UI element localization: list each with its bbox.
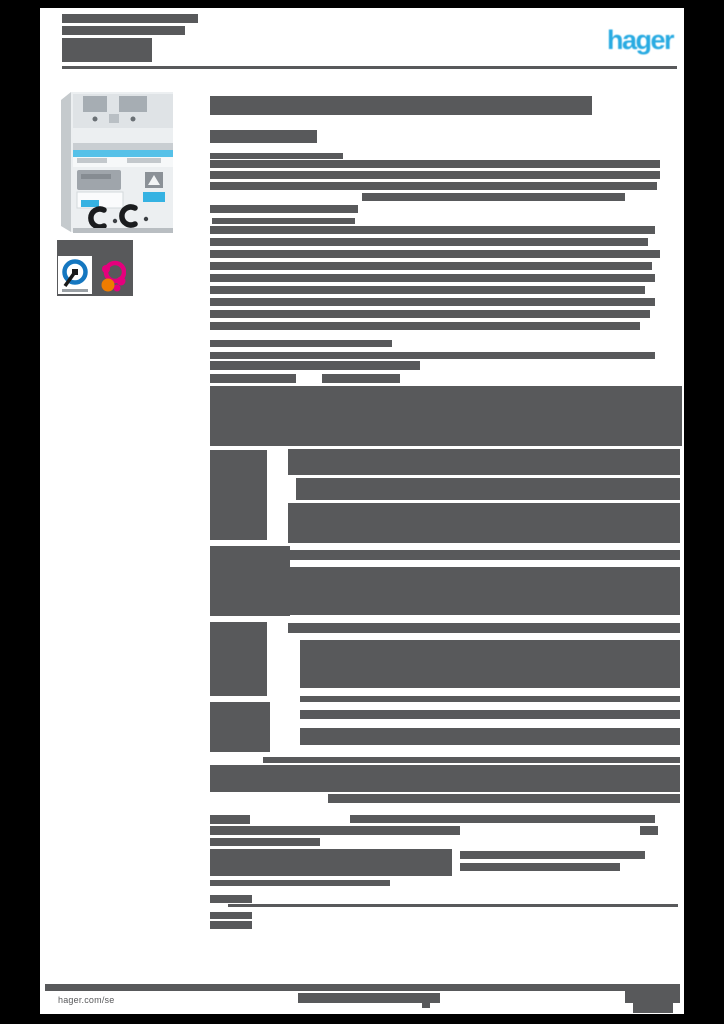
redacted-accessories-section: [350, 815, 655, 823]
redacted-header-address: [62, 14, 198, 23]
redacted-feature-list: [210, 238, 648, 246]
redacted-accessories-section: [210, 826, 460, 835]
redacted-intro-paragraph: [210, 182, 657, 190]
redacted-accessories-section: [210, 838, 320, 846]
redacted-subsection-heading: [210, 352, 655, 359]
footer-url-link[interactable]: hager.com/se: [55, 991, 168, 1010]
redacted-accessories-section: [460, 851, 645, 859]
redacted-page-title: [210, 96, 592, 115]
redacted-header-address: [62, 26, 185, 35]
redacted-spec-table-values: [300, 696, 680, 702]
redacted-spec-table-labels: [210, 546, 290, 616]
redacted-notes-paragraph: [328, 794, 680, 803]
redacted-footer-bars: [422, 1003, 430, 1008]
redacted-accessories-section: [460, 863, 620, 871]
redacted-notes-paragraph: [210, 765, 680, 792]
redacted-feature-list: [212, 218, 355, 224]
redacted-feature-list: [210, 298, 655, 306]
redacted-subsection-heading: [210, 340, 392, 347]
redacted-subsection-heading: [210, 374, 296, 383]
redacted-footnote-section: [210, 880, 390, 886]
redacted-spec-table-values: [300, 728, 680, 745]
redacted-accessories-section: [210, 849, 452, 876]
redacted-footer-bars: [45, 984, 680, 991]
redacted-feature-list: [210, 262, 652, 270]
hager-logo: hager: [606, 25, 675, 55]
flower-certification-mark-icon: [96, 260, 127, 294]
redacted-intro-paragraph: [362, 193, 625, 201]
redacted-footnote-section: [210, 912, 252, 919]
redacted-feature-list: [210, 226, 655, 234]
redacted-spec-table-labels: [210, 622, 267, 696]
redacted-intro-paragraph: [210, 205, 358, 213]
redacted-spec-table-labels: [210, 450, 267, 540]
redacted-spec-table-values: [288, 623, 680, 633]
redacted-spec-table-top-block: [210, 386, 682, 446]
redacted-footer-bars: [625, 985, 680, 1003]
redacted-accessories-section: [640, 826, 658, 835]
redacted-spec-table-labels: [210, 702, 270, 752]
redacted-intro-paragraph: [210, 160, 660, 168]
redacted-feature-list: [210, 286, 645, 294]
redacted-notes-paragraph: [263, 757, 680, 763]
redacted-feature-list: [210, 250, 660, 258]
redacted-header-address: [62, 38, 152, 62]
document-page: hager: [40, 8, 684, 1014]
redacted-spec-table-values: [288, 449, 680, 475]
redacted-spec-table-values: [300, 710, 680, 719]
redacted-footer-bars: [298, 993, 440, 1003]
quality-mark-icon: [58, 256, 92, 294]
redacted-footer-bars: [633, 1003, 673, 1013]
redacted-intro-paragraph: [210, 171, 660, 179]
redacted-footnote-section: [228, 904, 678, 907]
redacted-feature-list: [210, 322, 640, 330]
redacted-spec-table-values: [288, 550, 680, 560]
redacted-subsection-heading: [322, 374, 400, 383]
redacted-spec-table-values: [288, 567, 680, 615]
redacted-intro-paragraph: [210, 153, 343, 159]
redacted-spec-table-values: [288, 503, 680, 543]
redacted-feature-list: [210, 310, 650, 318]
redacted-footnote-section: [210, 895, 252, 903]
product-photo-rcbo-icon: [61, 92, 173, 233]
redacted-feature-list: [210, 274, 655, 282]
redacted-footnote-section: [210, 921, 252, 929]
redacted-subtitle: [210, 130, 317, 143]
redacted-spec-table-values: [296, 478, 680, 500]
redacted-header-rule: [62, 66, 677, 69]
redacted-accessories-section: [210, 815, 250, 824]
redacted-spec-table-values: [300, 640, 680, 688]
redacted-subsection-heading: [210, 361, 420, 370]
